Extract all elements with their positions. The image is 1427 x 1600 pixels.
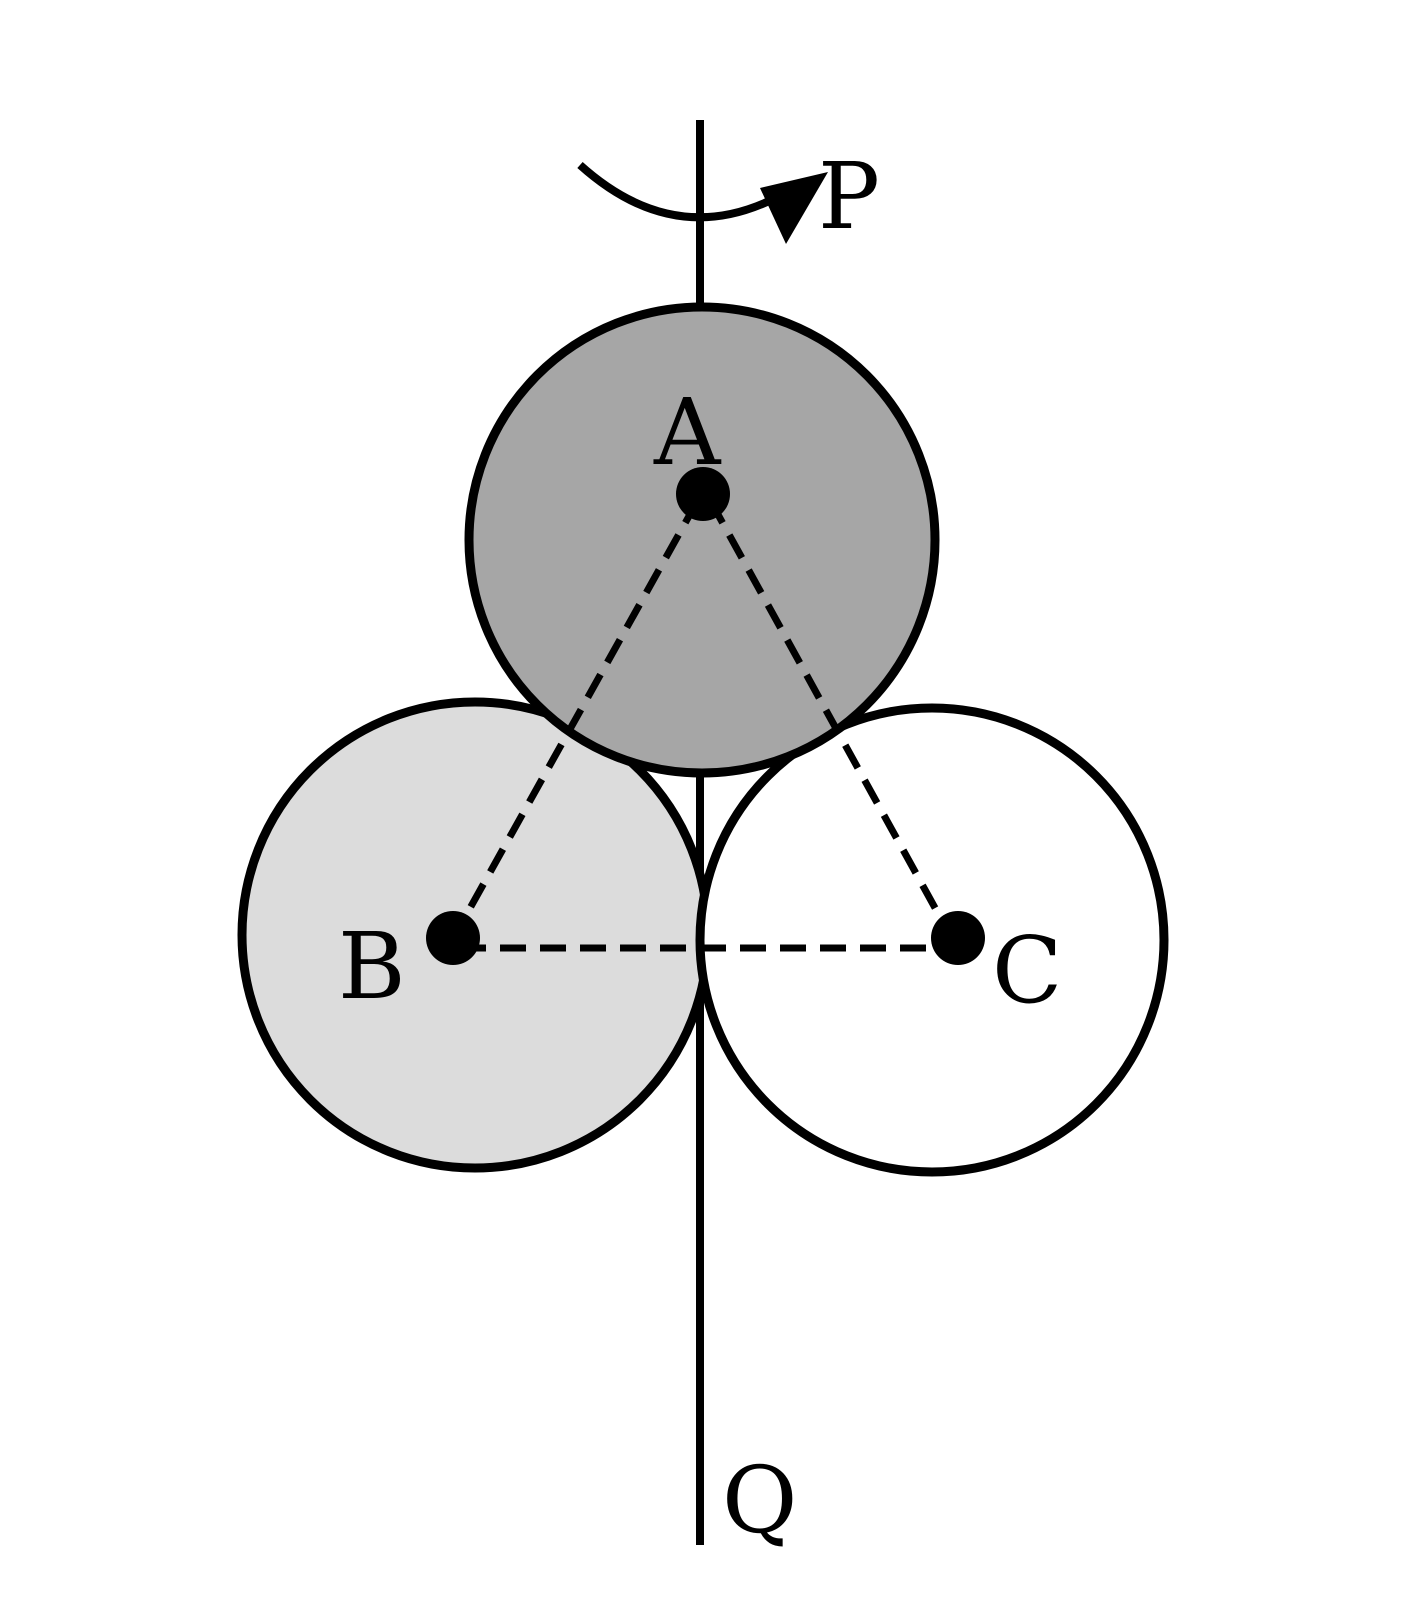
label-p: P — [818, 143, 880, 250]
sphere-a — [464, 302, 940, 778]
dashed-line-ac — [706, 498, 954, 937]
rotation-arrow-arc — [577, 162, 793, 222]
label-a: A — [653, 379, 722, 486]
label-c: C — [992, 917, 1062, 1024]
center-dot-a — [676, 467, 730, 521]
rotation-arrow-head — [760, 172, 828, 244]
label-b: B — [338, 913, 406, 1020]
dashed-line-ab — [451, 498, 702, 937]
label-q: Q — [722, 1447, 797, 1554]
center-dot-b — [426, 911, 480, 965]
center-dot-c — [931, 911, 985, 965]
